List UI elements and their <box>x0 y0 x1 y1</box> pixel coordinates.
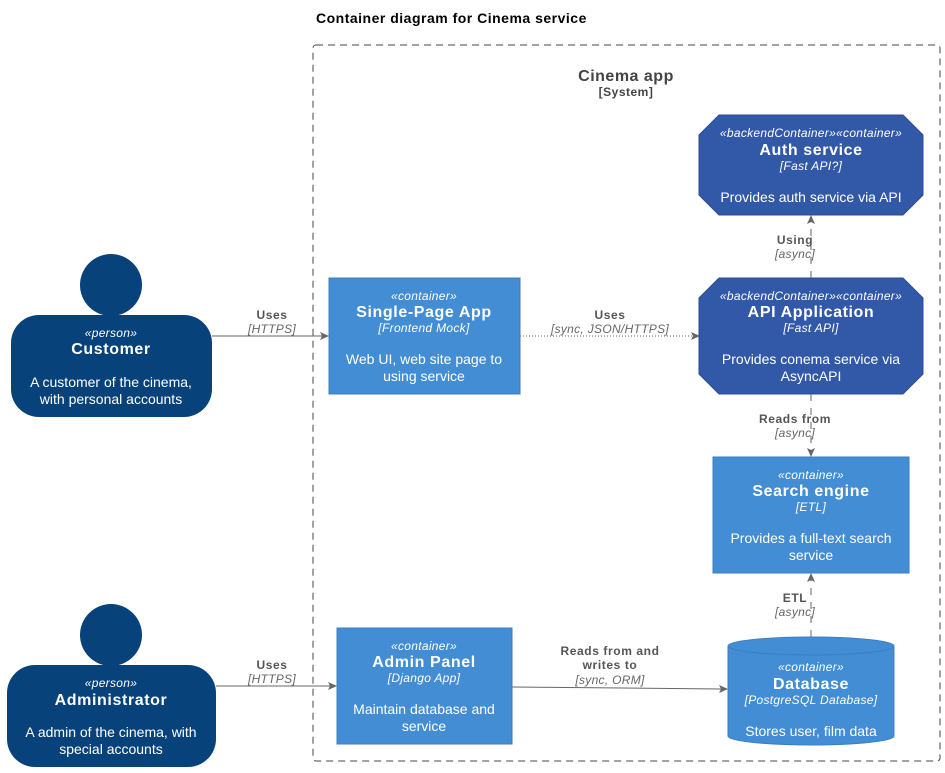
container-name: API Application <box>748 304 875 321</box>
person-stereotype: «person» <box>85 676 137 690</box>
relation-db-search: ETL [async] <box>774 573 815 637</box>
boundary-type: [System] <box>599 85 654 99</box>
relation-tech: [async] <box>774 426 815 440</box>
boundary-name: Cinema app <box>578 68 674 85</box>
container-stereotype: «container» <box>391 639 457 653</box>
relation-label: Uses <box>256 308 287 322</box>
relation-label: writes to <box>582 658 638 672</box>
container-description: Web UI, web site page to <box>346 351 502 367</box>
person-name: Customer <box>71 341 150 358</box>
boundary-frame <box>312 44 941 762</box>
person-administrator: «person» Administrator A admin of the ci… <box>7 604 216 767</box>
container-description: service <box>789 547 834 563</box>
container-description: Maintain database and <box>353 701 495 717</box>
container-auth-service: «backendContainer»«container» Auth servi… <box>698 114 924 216</box>
container-stereotype: «container» <box>391 289 457 303</box>
container-box <box>328 277 521 395</box>
container-tech: [Django App] <box>387 671 461 685</box>
person-head-icon <box>80 604 142 666</box>
container-name: Search engine <box>752 483 869 500</box>
container-stereotype: «container» <box>778 468 844 482</box>
container-stereotype: «backendContainer»«container» <box>720 289 902 303</box>
relation-spa-api: Uses [sync, JSON/HTTPS] <box>520 308 700 340</box>
person-stereotype: «person» <box>85 326 137 340</box>
person-description: A admin of the cinema, with <box>25 724 196 740</box>
database-cylinder-icon <box>727 636 895 746</box>
person-description: with personal accounts <box>39 391 182 407</box>
system-boundary: Cinema app [System] <box>312 44 941 762</box>
container-description: using service <box>383 368 465 384</box>
relation-tech: [sync, ORM] <box>574 673 645 687</box>
relation-tech: [HTTPS] <box>247 322 296 336</box>
container-description: AsyncAPI <box>781 368 842 384</box>
container-database: «container» Database [PostgreSQL Databas… <box>727 636 895 746</box>
container-search-engine: «container» Search engine [ETL] Provides… <box>712 456 910 574</box>
container-name: Auth service <box>759 142 862 159</box>
relation-panel-db: Reads from and writes to [sync, ORM] <box>511 644 728 693</box>
arrow-head <box>320 332 329 340</box>
relation-api-search: Reads from [async] <box>759 394 831 457</box>
relation-api-auth: Using [async] <box>774 215 815 278</box>
container-description: Provides a full-text search <box>730 530 891 546</box>
container-tech: [ETL] <box>795 500 827 514</box>
container-box <box>712 456 910 574</box>
container-tech: [PostgreSQL Database] <box>744 693 878 707</box>
relation-tech: [async] <box>774 247 815 261</box>
container-tech: [Frontend Mock] <box>377 321 470 335</box>
person-head-icon <box>80 254 142 316</box>
person-body <box>11 315 212 417</box>
container-description: Provides auth service via API <box>720 189 901 205</box>
container-box <box>698 114 924 216</box>
relation-tech: [sync, JSON/HTTPS] <box>550 322 669 336</box>
container-admin-panel: «container» Admin Panel [Django App] Mai… <box>336 627 513 745</box>
person-description: special accounts <box>59 741 163 757</box>
container-api-application: «backendContainer»«container» API Applic… <box>698 277 924 395</box>
person-customer: «person» Customer A customer of the cine… <box>11 254 212 417</box>
container-box <box>698 277 924 395</box>
arrow-head <box>807 573 815 582</box>
container-tech: [Fast API] <box>782 321 839 335</box>
arrow-head <box>719 685 728 693</box>
container-description: Provides conema service via <box>722 351 900 367</box>
person-description: A customer of the cinema, <box>30 374 192 390</box>
relation-label: Uses <box>256 658 287 672</box>
relation-tech: [HTTPS] <box>247 672 296 686</box>
relation-label: Reads from <box>759 412 831 426</box>
container-single-page-app: «container» Single-Page App [Frontend Mo… <box>328 277 521 395</box>
container-stereotype: «backendContainer»«container» <box>720 126 902 140</box>
arrow-head <box>328 682 337 690</box>
arrow-head <box>807 448 815 457</box>
relation-label: Uses <box>594 308 625 322</box>
container-description: Stores user, film data <box>745 723 877 739</box>
relation-label: ETL <box>783 591 807 605</box>
relation-customer-spa: Uses [HTTPS] <box>212 308 329 340</box>
database-cylinder-rim <box>727 645 895 656</box>
relation-line <box>511 686 722 690</box>
arrow-head <box>691 332 700 340</box>
diagram-title: Container diagram for Cinema service <box>316 10 587 26</box>
arrow-head <box>807 215 815 224</box>
container-name: Single-Page App <box>356 304 492 321</box>
container-description: service <box>402 718 447 734</box>
person-name: Administrator <box>55 692 168 709</box>
relation-label: Using <box>777 233 813 247</box>
relation-label: Reads from and <box>560 644 659 658</box>
container-name: Admin Panel <box>372 654 476 671</box>
container-tech: [Fast API?] <box>779 159 843 173</box>
container-stereotype: «container» <box>778 660 844 674</box>
container-box <box>336 627 513 745</box>
person-body <box>7 665 216 767</box>
relation-tech: [async] <box>774 605 815 619</box>
container-name: Database <box>773 676 849 693</box>
relation-admin-panel: Uses [HTTPS] <box>216 658 337 690</box>
